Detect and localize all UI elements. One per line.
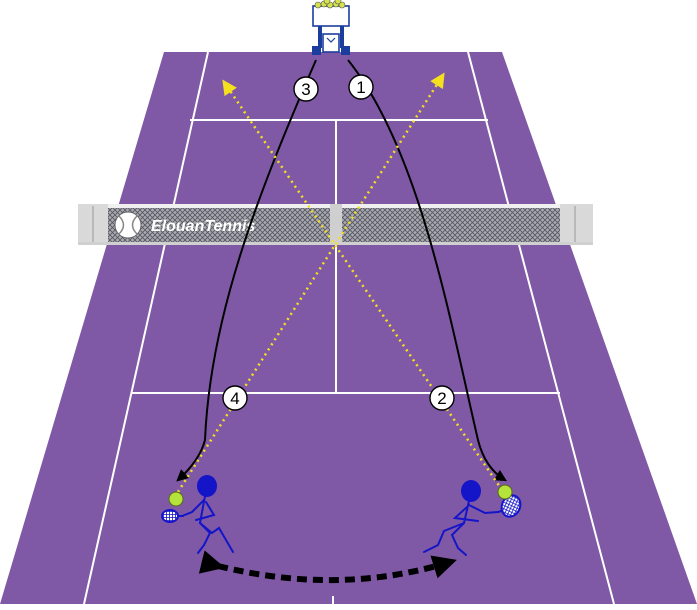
lateral-movement-arrow — [198, 550, 457, 583]
shot-trajectories — [176, 72, 504, 493]
ball-machine-icon — [312, 0, 350, 55]
player-right-icon — [423, 480, 522, 556]
step-label-4: 4 — [222, 385, 248, 411]
svg-text:2: 2 — [437, 389, 446, 408]
tennis-net — [78, 204, 593, 245]
feed-path-left — [176, 59, 317, 482]
tennis-ball-icon — [497, 484, 513, 500]
step-label-1: 1 — [348, 74, 374, 100]
brand-logo: ElouanTennis — [114, 211, 255, 239]
step-label-3: 3 — [293, 76, 319, 102]
feed-path-right — [347, 59, 508, 482]
svg-text:3: 3 — [301, 80, 310, 99]
svg-text:1: 1 — [356, 78, 365, 97]
shot-path-crosscourt-left — [222, 79, 504, 491]
svg-text:4: 4 — [230, 389, 239, 408]
player-left-icon — [161, 475, 234, 554]
step-label-2: 2 — [429, 385, 455, 411]
tennis-ball-logo-icon — [114, 211, 142, 239]
court-lines — [83, 51, 615, 605]
court-surface — [0, 52, 697, 604]
brand-name: ElouanTennis — [151, 218, 255, 235]
feed-trajectories — [176, 59, 508, 482]
shot-path-crosscourt-right — [176, 72, 445, 493]
tennis-ball-icon — [168, 491, 184, 507]
